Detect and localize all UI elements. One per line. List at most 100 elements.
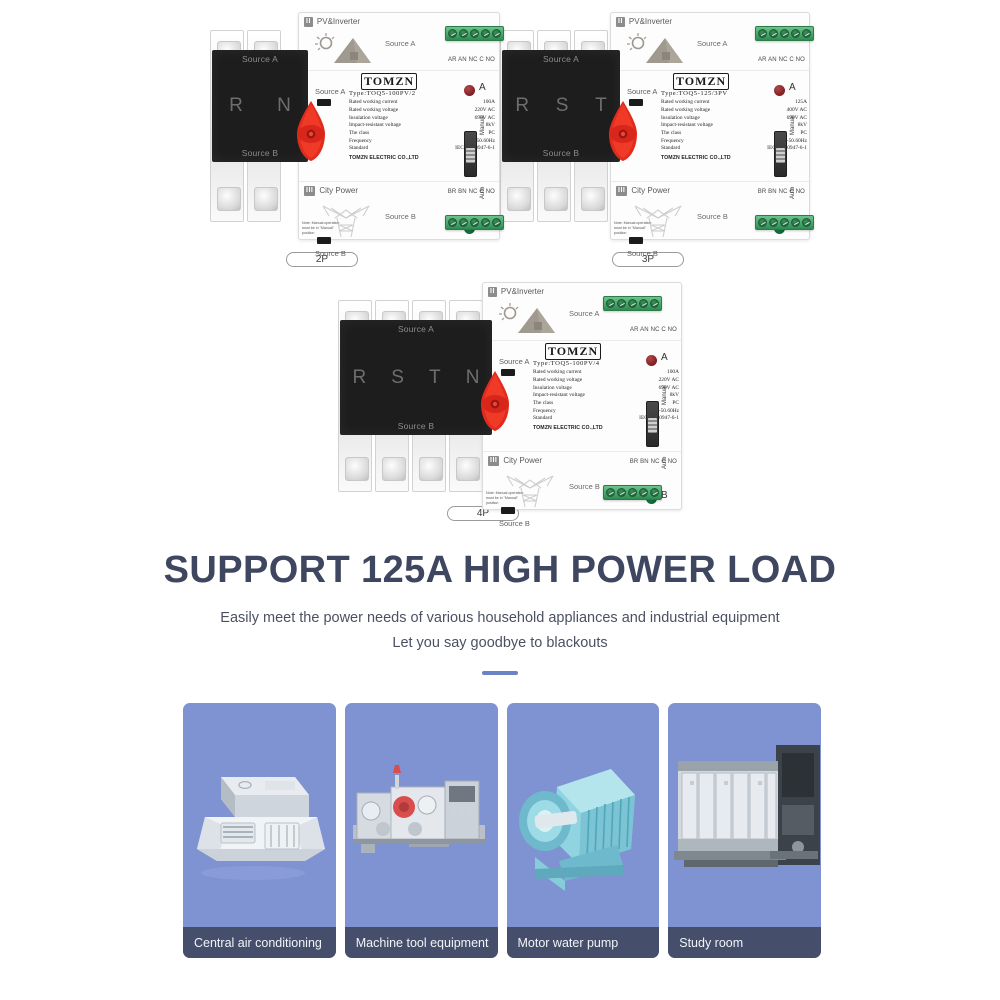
led-a-label: A	[661, 352, 668, 363]
card-label: Study room	[668, 927, 821, 958]
pv-inverter-section: II PV&Inverter Source	[483, 283, 681, 341]
terminal-screw	[650, 488, 659, 497]
spec-value: 8kV	[485, 122, 495, 129]
led-b-label: B	[661, 490, 668, 501]
pole-label: S	[555, 95, 569, 116]
city-power-section: III City Power Source B	[611, 181, 809, 239]
terminal-labels-bottom: BR BN NC C NO	[629, 459, 677, 465]
brand-logo: TOMZN	[361, 73, 417, 90]
card-image	[507, 703, 660, 927]
pole-label: T	[429, 366, 441, 388]
application-card[interactable]: Motor water pump	[506, 703, 660, 958]
promo-subline-1: Easily meet the power needs of various h…	[220, 609, 780, 626]
rotary-knob[interactable]	[468, 370, 522, 432]
terminal-screw	[606, 299, 615, 308]
terminal-screw	[791, 218, 800, 227]
card-label: Central air conditioning	[183, 927, 336, 958]
indicator-window	[317, 237, 331, 244]
company-name: TOMZN ELECTRIC CO.,LTD	[349, 155, 419, 162]
pole-label: N	[277, 95, 291, 116]
device-housing: II PV&Inverter Source	[482, 282, 682, 528]
spec-value: PC	[672, 400, 679, 407]
terminal-labels-top: AR AN NC C NO	[448, 57, 495, 63]
terminal-screw	[617, 488, 626, 497]
spec-value: PC	[488, 130, 495, 137]
spec-key: Rated working current	[661, 99, 710, 106]
terminal-cover: Source A R N Source B	[212, 50, 308, 162]
spec-key: Frequency	[661, 137, 684, 144]
pole-badge-2p: 2P	[286, 252, 358, 267]
rotary-knob[interactable]	[284, 100, 338, 162]
indicator-window	[629, 99, 643, 106]
led-a-label: A	[789, 82, 796, 93]
page-title: SUPPORT 125A HIGH POWER LOAD	[163, 549, 837, 591]
section-title: PV&Inverter	[628, 17, 673, 27]
indicator-window	[501, 507, 515, 514]
spec-value: 100A	[483, 99, 495, 106]
section-numeral: II	[616, 17, 625, 27]
pv-inverter-section: II PV&Inverter Source	[611, 13, 809, 71]
section-divider	[482, 670, 518, 675]
spec-key: Rated working current	[533, 369, 582, 376]
product-gallery: Source A R N Source B II PV&Inverter	[0, 0, 1000, 530]
section-title: PV&Inverter	[316, 17, 361, 27]
terminal-screw	[628, 299, 637, 308]
pole-label: T	[595, 95, 607, 116]
card-label: Motor water pump	[506, 927, 660, 958]
terminal-screw	[606, 488, 615, 497]
application-cards: Central air conditioning	[183, 703, 821, 958]
application-card[interactable]: Study room	[668, 703, 821, 958]
product-2p[interactable]: Source A R N Source B II PV&Inverter	[210, 12, 504, 258]
spec-key: Standard	[533, 415, 553, 422]
rotary-knob[interactable]	[596, 100, 650, 162]
spec-key: Impact-resistant voltage	[661, 122, 713, 129]
spec-value: -50.60Hz	[658, 407, 679, 414]
spec-key: Standard	[349, 145, 369, 152]
application-card[interactable]: Central air conditioning	[183, 703, 336, 958]
terminal-block-bottom[interactable]	[603, 485, 662, 500]
indicator-column: A Manual Auto B	[642, 352, 678, 515]
application-card[interactable]: Machine tool equipment	[344, 703, 498, 958]
manual-auto-switch[interactable]	[774, 131, 787, 177]
solar-house-icon	[499, 303, 555, 333]
spec-label-section: TOMZN Source A Source B Type:TOQ5-125/3P…	[611, 71, 809, 258]
power-tower-icon	[506, 475, 554, 508]
terminal-block-top[interactable]	[755, 26, 814, 41]
brand-logo: TOMZN	[545, 343, 601, 360]
terminal-screw	[780, 29, 789, 38]
product-3p[interactable]: Source A R S T Source B II PV&Inverter	[500, 12, 814, 258]
source-a-label: Source A	[315, 87, 346, 96]
brand-name: TOMZN	[545, 343, 601, 360]
spec-key: Rated working voltage	[661, 107, 711, 114]
spec-key: Rated working current	[349, 99, 398, 106]
product-4p[interactable]: Source A R S T N Source B II PV&Inverter	[338, 282, 682, 528]
pole-label: R	[515, 95, 530, 116]
terminal-screw	[492, 218, 501, 227]
promo-subline-2: Let you say goodbye to blackouts	[392, 634, 608, 651]
spec-value: 690V AC	[474, 114, 495, 121]
spec-value: 8kV	[669, 392, 679, 399]
terminal-block-bottom[interactable]	[445, 215, 504, 230]
spec-value: IEC/EN60947-6-1	[767, 145, 807, 152]
terminal-block-top[interactable]	[603, 296, 662, 311]
terminal-screw	[617, 299, 626, 308]
section-numeral: III	[304, 186, 316, 196]
machine-tool-icon	[352, 765, 485, 853]
spec-key: Frequency	[349, 137, 372, 144]
terminal-screw	[470, 29, 479, 38]
air-conditioner-icon	[197, 777, 325, 880]
model-type: Type:TOQ5-125/3PV	[661, 90, 728, 97]
manual-auto-switch[interactable]	[646, 401, 659, 447]
terminal-block-bottom[interactable]	[755, 215, 814, 230]
spec-value: 125A	[795, 99, 807, 106]
terminal-labels-top: AR AN NC C NO	[630, 327, 677, 333]
indicator-window	[629, 237, 643, 244]
source-b-label: Source B	[499, 519, 530, 528]
manual-auto-switch[interactable]	[464, 131, 477, 177]
terminal-screw	[459, 218, 468, 227]
terminal-block-top[interactable]	[445, 26, 504, 41]
pole-markings: R S T	[502, 64, 620, 148]
spec-key: Impact-resistant voltage	[533, 392, 585, 399]
power-tower-icon	[634, 205, 682, 238]
spec-value: -50.60Hz	[474, 137, 495, 144]
